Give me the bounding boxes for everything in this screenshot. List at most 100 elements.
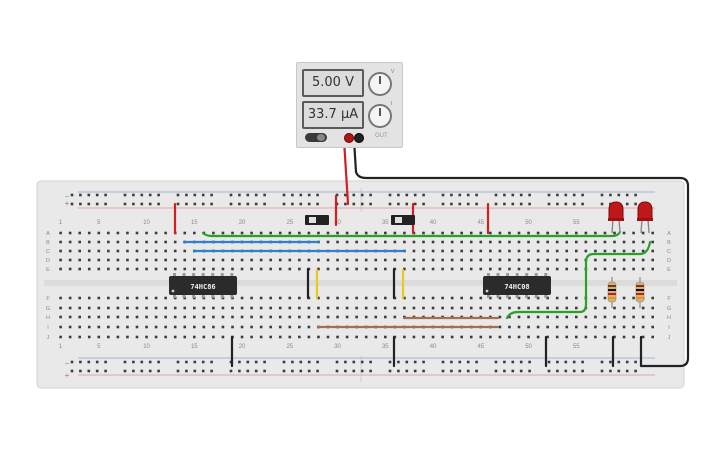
breadboard-hole[interactable] bbox=[345, 335, 349, 339]
breadboard-hole[interactable] bbox=[326, 267, 330, 271]
breadboard-hole[interactable] bbox=[97, 231, 101, 235]
breadboard-hole[interactable] bbox=[403, 231, 406, 235]
breadboard-hole[interactable] bbox=[641, 231, 645, 235]
rail-hole[interactable] bbox=[254, 193, 258, 197]
breadboard-hole[interactable] bbox=[546, 231, 549, 235]
breadboard-hole[interactable] bbox=[202, 267, 206, 271]
breadboard-hole[interactable] bbox=[393, 240, 397, 244]
breadboard-hole[interactable] bbox=[68, 325, 72, 329]
breadboard-hole[interactable] bbox=[384, 231, 387, 235]
breadboard-hole[interactable] bbox=[221, 315, 225, 319]
breadboard-hole[interactable] bbox=[97, 249, 101, 253]
breadboard-hole[interactable] bbox=[498, 240, 502, 244]
breadboard-hole[interactable] bbox=[489, 267, 492, 271]
rail-hole[interactable] bbox=[316, 202, 319, 206]
rail-hole[interactable] bbox=[229, 193, 233, 197]
rail-hole[interactable] bbox=[70, 360, 74, 364]
breadboard-hole[interactable] bbox=[641, 325, 645, 329]
rail-hole[interactable] bbox=[157, 202, 160, 206]
breadboard-hole[interactable] bbox=[508, 296, 511, 300]
breadboard-hole[interactable] bbox=[565, 267, 569, 271]
breadboard-hole[interactable] bbox=[412, 267, 416, 271]
breadboard-hole[interactable] bbox=[603, 296, 607, 300]
breadboard-hole[interactable] bbox=[546, 240, 549, 244]
breadboard-hole[interactable] bbox=[603, 240, 607, 244]
breadboard-hole[interactable] bbox=[536, 296, 540, 300]
rail-hole[interactable] bbox=[405, 193, 409, 197]
breadboard-hole[interactable] bbox=[68, 240, 72, 244]
breadboard-hole[interactable] bbox=[412, 258, 416, 262]
breadboard-hole[interactable] bbox=[613, 315, 616, 319]
rail-hole[interactable] bbox=[547, 202, 551, 206]
breadboard-hole[interactable] bbox=[336, 258, 339, 262]
breadboard-hole[interactable] bbox=[479, 249, 483, 253]
breadboard-hole[interactable] bbox=[393, 231, 397, 235]
positive-terminal[interactable] bbox=[344, 133, 354, 143]
breadboard-hole[interactable] bbox=[498, 258, 502, 262]
rail-hole[interactable] bbox=[79, 202, 82, 206]
breadboard-hole[interactable] bbox=[546, 315, 549, 319]
rail-hole[interactable] bbox=[519, 193, 523, 197]
rail-hole[interactable] bbox=[528, 369, 531, 373]
rail-hole[interactable] bbox=[352, 202, 356, 206]
breadboard-hole[interactable] bbox=[336, 335, 339, 339]
breadboard-hole[interactable] bbox=[460, 249, 463, 253]
breadboard-hole[interactable] bbox=[116, 306, 120, 310]
breadboard-hole[interactable] bbox=[97, 240, 101, 244]
breadboard-hole[interactable] bbox=[355, 267, 358, 271]
breadboard-hole[interactable] bbox=[508, 267, 511, 271]
breadboard-hole[interactable] bbox=[622, 258, 626, 262]
breadboard-hole[interactable] bbox=[68, 267, 72, 271]
breadboard-hole[interactable] bbox=[355, 231, 358, 235]
breadboard-hole[interactable] bbox=[145, 306, 148, 310]
breadboard-hole[interactable] bbox=[135, 267, 139, 271]
breadboard-hole[interactable] bbox=[403, 296, 406, 300]
breadboard-hole[interactable] bbox=[555, 315, 559, 319]
breadboard-hole[interactable] bbox=[135, 335, 139, 339]
rail-hole[interactable] bbox=[397, 369, 400, 373]
breadboard-hole[interactable] bbox=[613, 258, 616, 262]
rail-hole[interactable] bbox=[556, 202, 559, 206]
rail-hole[interactable] bbox=[609, 193, 612, 197]
breadboard-hole[interactable] bbox=[154, 231, 158, 235]
rail-hole[interactable] bbox=[148, 202, 152, 206]
breadboard-hole[interactable] bbox=[278, 296, 282, 300]
rail-hole[interactable] bbox=[475, 202, 478, 206]
breadboard-hole[interactable] bbox=[594, 258, 597, 262]
breadboard-hole[interactable] bbox=[460, 240, 463, 244]
breadboard-hole[interactable] bbox=[97, 315, 101, 319]
breadboard-hole[interactable] bbox=[489, 240, 492, 244]
breadboard-hole[interactable] bbox=[317, 258, 320, 262]
rail-hole[interactable] bbox=[634, 360, 637, 364]
breadboard-hole[interactable] bbox=[307, 258, 311, 262]
breadboard-hole[interactable] bbox=[622, 306, 626, 310]
rail-hole[interactable] bbox=[210, 369, 213, 373]
breadboard-hole[interactable] bbox=[469, 306, 473, 310]
breadboard-hole[interactable] bbox=[135, 249, 139, 253]
breadboard-hole[interactable] bbox=[164, 258, 167, 262]
breadboard-hole[interactable] bbox=[298, 258, 301, 262]
breadboard-hole[interactable] bbox=[193, 231, 196, 235]
breadboard-hole[interactable] bbox=[345, 258, 349, 262]
breadboard-hole[interactable] bbox=[498, 325, 502, 329]
rail-hole[interactable] bbox=[450, 369, 453, 373]
rail-hole[interactable] bbox=[185, 193, 188, 197]
breadboard-hole[interactable] bbox=[546, 335, 549, 339]
breadboard-hole[interactable] bbox=[59, 258, 62, 262]
rail-hole[interactable] bbox=[201, 202, 205, 206]
breadboard-hole[interactable] bbox=[422, 306, 425, 310]
rail-hole[interactable] bbox=[466, 193, 470, 197]
breadboard-hole[interactable] bbox=[87, 306, 91, 310]
green-wire[interactable] bbox=[505, 240, 652, 320]
breadboard-hole[interactable] bbox=[450, 249, 454, 253]
breadboard-hole[interactable] bbox=[78, 296, 81, 300]
rail-hole[interactable] bbox=[494, 193, 498, 197]
rail-hole[interactable] bbox=[388, 360, 392, 364]
breadboard-hole[interactable] bbox=[431, 231, 435, 235]
rail-hole[interactable] bbox=[87, 193, 91, 197]
breadboard-hole[interactable] bbox=[575, 240, 578, 244]
breadboard-hole[interactable] bbox=[87, 267, 91, 271]
rail-hole[interactable] bbox=[104, 193, 107, 197]
breadboard-hole[interactable] bbox=[594, 267, 597, 271]
rail-hole[interactable] bbox=[441, 202, 445, 206]
